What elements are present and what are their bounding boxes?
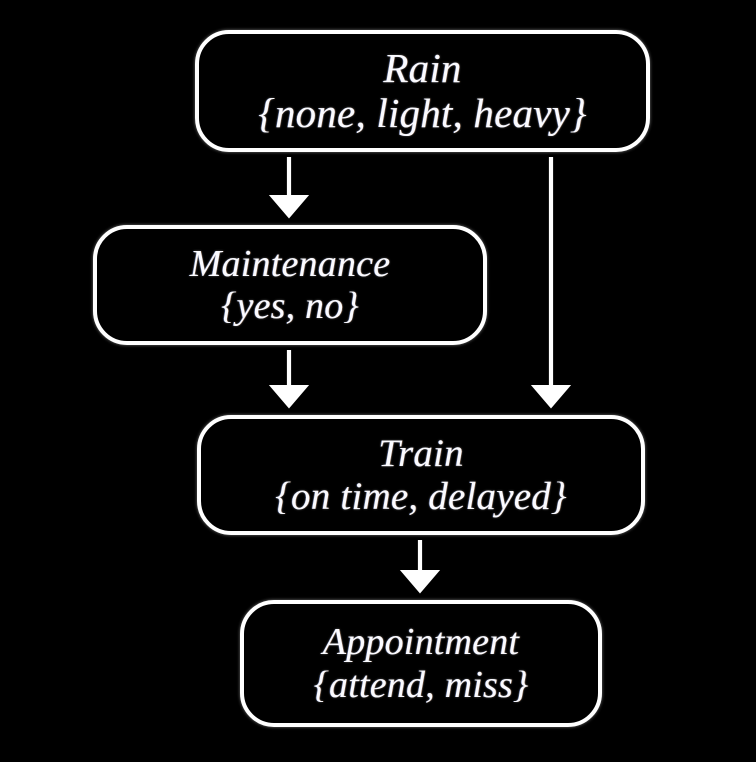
node-maintenance[interactable]: Maintenance {yes, no} (93, 225, 487, 345)
node-maintenance-states: {yes, no} (221, 285, 359, 327)
node-rain-states: {none, light, heavy} (258, 90, 587, 136)
node-appointment-title: Appointment (322, 621, 520, 664)
node-appointment[interactable]: Appointment {attend, miss} (240, 600, 602, 727)
node-train-title: Train (378, 431, 464, 475)
node-train[interactable]: Train {on time, delayed} (197, 415, 645, 535)
node-appointment-states: {attend, miss} (313, 663, 529, 706)
node-rain[interactable]: Rain {none, light, heavy} (195, 30, 650, 152)
node-train-states: {on time, delayed} (275, 475, 567, 518)
node-maintenance-title: Maintenance (189, 242, 391, 285)
node-rain-title: Rain (383, 44, 462, 91)
